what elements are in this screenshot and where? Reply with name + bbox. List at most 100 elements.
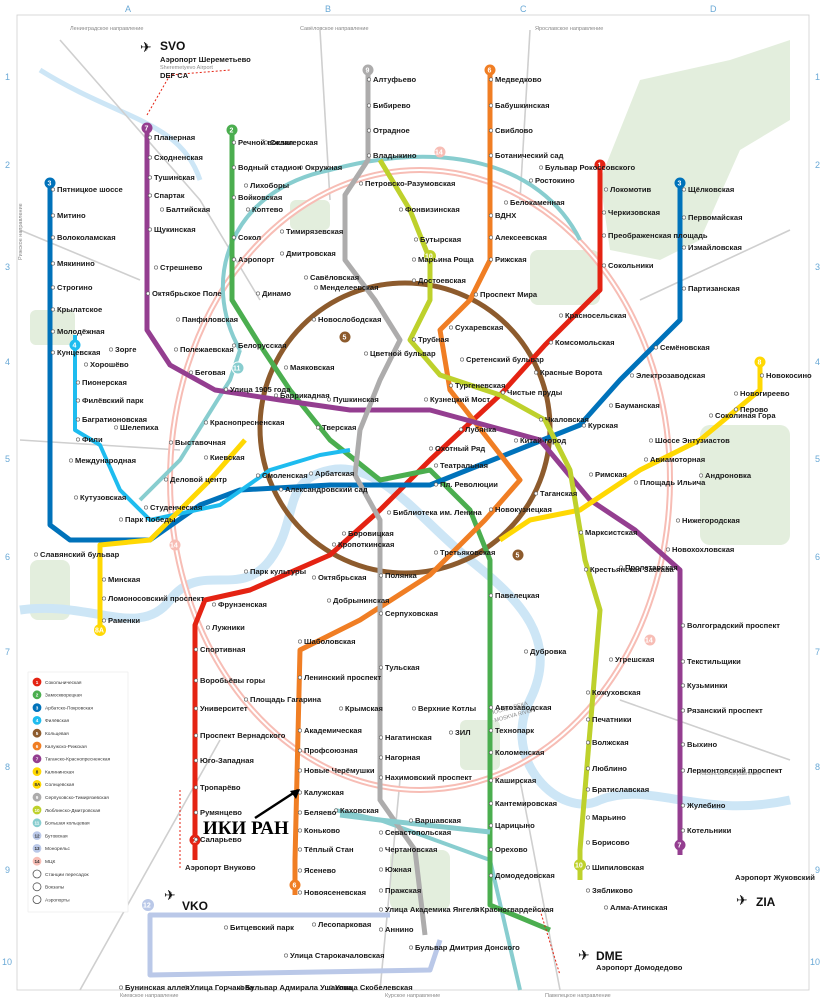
station-polezh[interactable]: Полежаевская: [180, 345, 234, 354]
station-prazhskaya[interactable]: Пражская: [385, 886, 421, 895]
station-shelepiha[interactable]: Шелепиха: [120, 423, 159, 432]
station-tsaritsyno[interactable]: Царицыно: [495, 821, 535, 830]
station-annino[interactable]: Аннино: [385, 925, 414, 934]
station-tverskaya[interactable]: Тверская: [322, 423, 356, 432]
station-gagarin[interactable]: Площадь Гагарина: [250, 695, 322, 704]
station-akadem[interactable]: Академическая: [304, 726, 362, 735]
station-kuntsev[interactable]: Кунцевская: [57, 348, 101, 357]
station-perovo[interactable]: Перово: [740, 405, 769, 414]
station-teplystan[interactable]: Тёплый Стан: [304, 845, 354, 854]
station-otradnoe[interactable]: Отрадное: [373, 126, 410, 135]
station-ryazan[interactable]: Рязанский проспект: [687, 706, 763, 715]
station-borovitsk[interactable]: Боровицкая: [348, 529, 394, 538]
station-arbatskaya[interactable]: Арбатская: [315, 469, 354, 478]
station-kantem[interactable]: Кантемировская: [495, 799, 557, 808]
station-kahovskaya[interactable]: Каховская: [340, 806, 379, 815]
station-rumyantsevo[interactable]: Румянцево: [200, 808, 242, 817]
station-kievskaya[interactable]: Киевская: [210, 453, 245, 462]
station-nahimov[interactable]: Нахимовский проспект: [385, 773, 472, 782]
station-krasnopresn[interactable]: Краснопресненская: [210, 418, 285, 427]
station-preobr[interactable]: Преображенская площадь: [608, 231, 708, 240]
station-rimskaya[interactable]: Римская: [595, 470, 627, 479]
station-shodnen[interactable]: Сходненская: [154, 153, 203, 162]
station-sokgora[interactable]: Соколиная Гора: [715, 411, 776, 420]
station-zorge[interactable]: Зорге: [115, 345, 136, 354]
station-shosse[interactable]: Шоссе Энтузиастов: [655, 436, 730, 445]
station-vystavoch[interactable]: Выставочная: [175, 438, 226, 447]
station-univer[interactable]: Университет: [200, 704, 248, 713]
station-trubnaya[interactable]: Трубная: [418, 335, 449, 344]
station-baltiyskaya[interactable]: Балтийская: [166, 205, 210, 214]
station-nagornaya[interactable]: Нагорная: [385, 753, 420, 762]
station-labels[interactable]: Алтуфьево Бибирево Отрадное Владыкино Пе…: [40, 75, 812, 992]
station-zil[interactable]: ЗИЛ: [455, 728, 471, 737]
station-babush[interactable]: Бабушкинская: [495, 101, 550, 110]
station-slavyan[interactable]: Славянский бульвар: [40, 550, 120, 559]
station-krylat[interactable]: Крылатское: [57, 305, 102, 314]
station-alma[interactable]: Алма-Атинская: [610, 903, 668, 912]
station-frunzen[interactable]: Фрунзенская: [218, 600, 267, 609]
station-parkpob[interactable]: Парк Победы: [125, 515, 176, 524]
station-sukhar[interactable]: Сухаревская: [455, 323, 503, 332]
station-zhulebino[interactable]: Жулебино: [686, 801, 726, 810]
station-maryino[interactable]: Марьино: [592, 813, 626, 822]
station-seligersk[interactable]: Селигерская: [270, 138, 318, 147]
station-krvorota[interactable]: Красные Ворота: [540, 368, 603, 377]
station-kashir[interactable]: Каширская: [495, 776, 536, 785]
station-novoxohl[interactable]: Новохохловская: [672, 545, 734, 554]
station-molodezh[interactable]: Молодёжная: [57, 327, 105, 336]
station-sviblovo[interactable]: Свиблово: [495, 126, 533, 135]
station-leninsky[interactable]: Ленинский проспект: [304, 673, 381, 682]
station-belyaevo[interactable]: Беляево: [304, 808, 337, 817]
station-bibirevo[interactable]: Бибирево: [373, 101, 411, 110]
station-cherkiz[interactable]: Черкизовская: [608, 208, 660, 217]
station-avtozav[interactable]: Автозаводская: [495, 703, 552, 712]
station-fili[interactable]: Фили: [82, 435, 103, 444]
station-bulvarross[interactable]: Бульвар Рокоссовского: [545, 163, 635, 172]
station-oktyab[interactable]: Октябрьская: [318, 573, 367, 582]
station-aleksandr[interactable]: Александровский сад: [285, 485, 368, 494]
station-ul1905[interactable]: Улица 1905 года: [230, 385, 291, 394]
station-alekseev[interactable]: Алексеевская: [495, 233, 547, 242]
station-rechvok[interactable]: Речной вокзал: [238, 138, 293, 147]
station-krestzast[interactable]: Крестьянская Застава: [590, 565, 675, 574]
station-pervomay[interactable]: Первомайская: [688, 213, 743, 222]
station-medvedkovo[interactable]: Медведково: [495, 75, 542, 84]
station-plrevol[interactable]: Пл. Революции: [440, 480, 498, 489]
station-krymskaya[interactable]: Крымская: [345, 704, 383, 713]
station-lesopark[interactable]: Лесопарковая: [318, 920, 371, 929]
station-semenov[interactable]: Семёновская: [660, 343, 710, 352]
station-nagatin[interactable]: Нагатинская: [385, 733, 432, 742]
station-chkalov[interactable]: Чкаловская: [545, 415, 589, 424]
station-borisovo[interactable]: Борисово: [592, 838, 630, 847]
station-okruzhnaya[interactable]: Окружная: [305, 163, 342, 172]
station-krasnogvard[interactable]: Красногвардейская: [480, 905, 554, 914]
station-turgen[interactable]: Тургеневская: [455, 381, 505, 390]
station-filpark[interactable]: Филёвский парк: [82, 396, 144, 405]
station-mayak[interactable]: Маяковская: [290, 363, 335, 372]
station-ohotny[interactable]: Охотный Ряд: [435, 444, 485, 453]
station-ulakyangel[interactable]: Улица Академика Янгеля: [385, 905, 479, 914]
station-botan[interactable]: Ботанический сад: [495, 151, 564, 160]
station-begovaya[interactable]: Беговая: [195, 368, 226, 377]
station-lihobory[interactable]: Лихоборы: [250, 181, 289, 190]
station-lomonos[interactable]: Ломоносовский проспект: [108, 594, 205, 603]
station-lermont[interactable]: Лермонтовский проспект: [687, 766, 783, 775]
airport-zia[interactable]: ✈ ZIA Аэропорт Жуковский: [735, 873, 815, 909]
station-schukin[interactable]: Щукинская: [154, 225, 196, 234]
station-novokuz[interactable]: Новокузнецкая: [495, 505, 552, 514]
station-tushin[interactable]: Тушинская: [154, 173, 195, 182]
airport-dme[interactable]: ✈ DME Аэропорт Домодедово: [578, 947, 683, 972]
station-butyrskaya[interactable]: Бутырская: [420, 235, 461, 244]
station-kaluzh[interactable]: Калужская: [304, 788, 344, 797]
station-novoyas[interactable]: Новоясеневская: [304, 888, 366, 897]
station-dostoev[interactable]: Достоевская: [418, 276, 466, 285]
station-nizhegor[interactable]: Нижегородская: [682, 516, 740, 525]
station-dmitrov[interactable]: Дмитровская: [286, 249, 336, 258]
station-dubrovka[interactable]: Дубровка: [530, 647, 567, 656]
station-bratislav[interactable]: Братиславская: [592, 785, 649, 794]
station-krasnosel[interactable]: Красносельская: [565, 311, 626, 320]
station-oktpole[interactable]: Октябрьское Поле: [152, 289, 222, 298]
station-tretyak[interactable]: Третьяковская: [440, 548, 495, 557]
station-vodstad[interactable]: Водный стадион: [238, 163, 302, 172]
